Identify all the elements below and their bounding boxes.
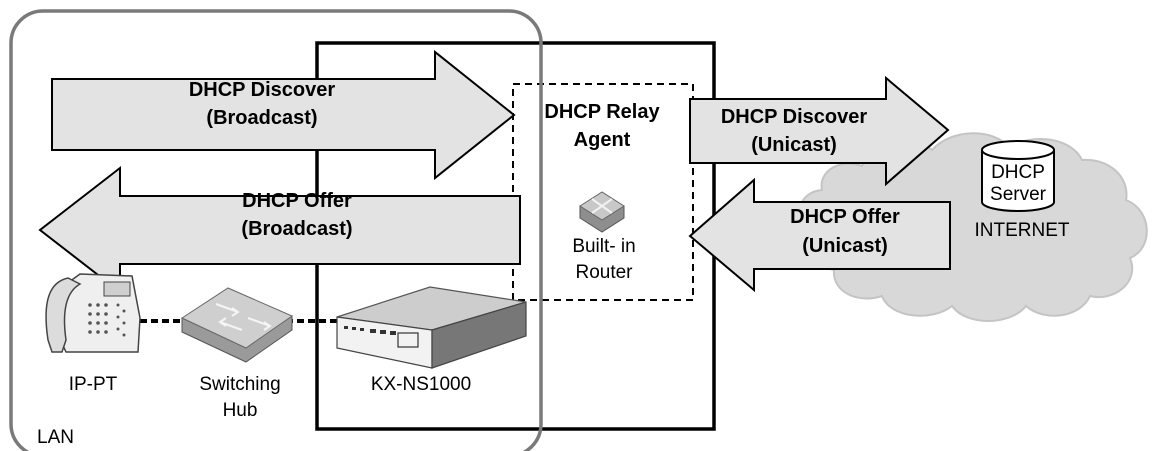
relay-agent-line2: Agent [574, 129, 631, 151]
discover-broadcast-line2: (Broadcast) [206, 107, 317, 129]
offer-broadcast-line1: DHCP Offer [242, 190, 352, 212]
switching-hub-icon [180, 287, 294, 363]
offer-broadcast-line2: (Broadcast) [241, 218, 352, 240]
switching-hub-line1: Switching [199, 374, 280, 395]
switching-hub-line2: Hub [223, 400, 258, 421]
discover-broadcast-line1: DHCP Discover [189, 79, 336, 101]
offer-unicast-line1: DHCP Offer [790, 206, 900, 228]
offer-unicast-line2: (Unicast) [802, 235, 888, 257]
ip-phone-icon [45, 273, 141, 353]
lan-label: LAN [37, 427, 74, 448]
ip-pt-label: IP-PT [69, 374, 118, 395]
router-line1: Built- in [572, 236, 635, 257]
relay-agent-boundary [512, 83, 694, 301]
arrow-discover-broadcast: DHCP Discover (Broadcast) [51, 49, 516, 181]
pbx-device-icon [336, 286, 527, 369]
kx-ns1000-label: KX-NS1000 [371, 374, 471, 395]
arrow-discover-unicast: DHCP Discover (Unicast) [689, 75, 950, 187]
arrow-offer-broadcast: DHCP Offer (Broadcast) [38, 165, 521, 295]
relay-agent-line1: DHCP Relay [544, 101, 660, 123]
dhcp-server-line1: DHCP [991, 162, 1045, 183]
router-line2: Router [575, 262, 633, 283]
discover-unicast-line2: (Unicast) [751, 134, 837, 156]
dhcp-server-line2: Server [990, 184, 1047, 205]
router-icon [579, 191, 625, 233]
database-icon [981, 140, 1055, 212]
discover-unicast-line1: DHCP Discover [721, 106, 868, 128]
internet-label: INTERNET [975, 220, 1070, 241]
arrow-offer-unicast: DHCP Offer (Unicast) [688, 177, 951, 293]
lan-boundary [9, 9, 543, 451]
